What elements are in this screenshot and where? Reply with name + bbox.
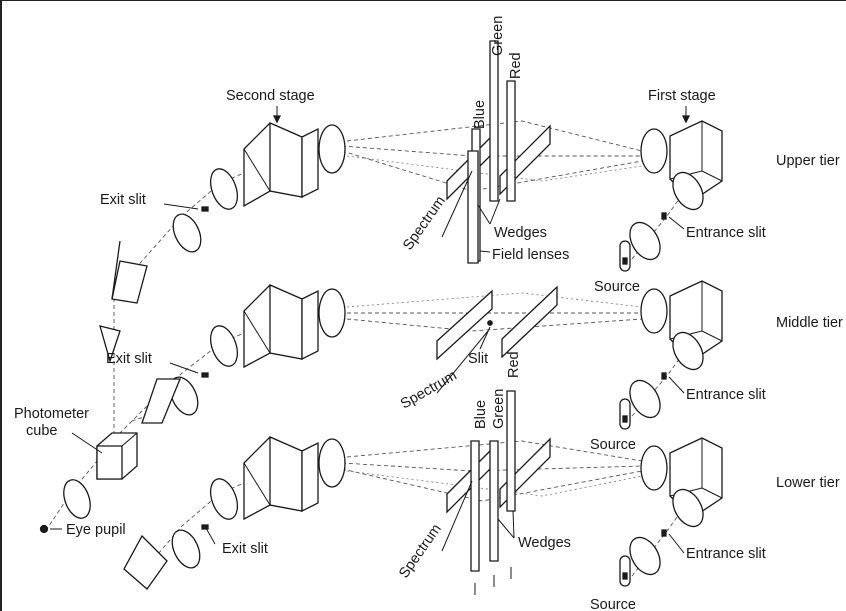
exit-lenses bbox=[169, 206, 209, 569]
leader-lines bbox=[50, 106, 691, 554]
second-stage-upper bbox=[209, 122, 346, 210]
first-stage-lower bbox=[619, 437, 723, 587]
label-green-upper: Green bbox=[490, 16, 506, 56]
label-green-lower: Green bbox=[491, 389, 507, 429]
label-exit-slit-middle: Exit slit bbox=[106, 351, 152, 367]
label-photometer-line2: cube bbox=[26, 423, 57, 439]
label-source-lower: Source bbox=[590, 597, 636, 611]
first-stage-upper bbox=[619, 120, 723, 272]
label-blue-lower: Blue bbox=[473, 400, 489, 429]
label-source-middle: Source bbox=[590, 437, 636, 453]
lower-center-plates bbox=[446, 390, 551, 595]
label-exit-slit-lower: Exit slit bbox=[222, 541, 268, 557]
label-blue-upper: Blue bbox=[472, 100, 488, 129]
label-red-upper: Red bbox=[508, 52, 524, 79]
label-source-upper: Source bbox=[594, 279, 640, 295]
label-wedges-lower: Wedges bbox=[518, 535, 571, 551]
optical-rays bbox=[46, 120, 693, 577]
label-upper-tier: Upper tier bbox=[776, 153, 840, 169]
second-stage-middle bbox=[209, 284, 346, 369]
upper-center-plates bbox=[446, 40, 551, 264]
eye-lens bbox=[39, 479, 91, 534]
label-eye-pupil: Eye pupil bbox=[66, 522, 126, 538]
label-middle-tier: Middle tier bbox=[776, 315, 843, 331]
label-second-stage: Second stage bbox=[226, 88, 315, 104]
label-photometer-cube: Photometer cube bbox=[14, 406, 93, 439]
label-entrance-slit-middle: Entrance slit bbox=[686, 387, 766, 403]
label-photometer-line1: Photometer bbox=[14, 406, 89, 422]
label-lower-tier: Lower tier bbox=[776, 475, 840, 491]
label-spectrum-lower: Spectrum bbox=[396, 521, 445, 581]
second-stage-lower bbox=[209, 436, 346, 521]
label-entrance-slit-lower: Entrance slit bbox=[686, 546, 766, 562]
label-wedges-upper: Wedges bbox=[494, 225, 547, 241]
label-spectrum-middle: Spectrum bbox=[398, 368, 460, 413]
photometer-cube-shape bbox=[96, 432, 138, 480]
label-first-stage: First stage bbox=[648, 88, 716, 104]
label-exit-slit-upper: Exit slit bbox=[100, 192, 146, 208]
middle-center-plates bbox=[436, 285, 558, 361]
left-mirrors bbox=[99, 240, 181, 590]
label-slit: Slit bbox=[468, 351, 488, 367]
label-spectrum-upper: Spectrum bbox=[400, 193, 449, 253]
label-entrance-slit-upper: Entrance slit bbox=[686, 225, 766, 241]
label-field-lenses: Field lenses bbox=[492, 247, 569, 263]
first-stage-middle bbox=[619, 280, 723, 430]
label-red-middle: Red bbox=[506, 351, 522, 378]
